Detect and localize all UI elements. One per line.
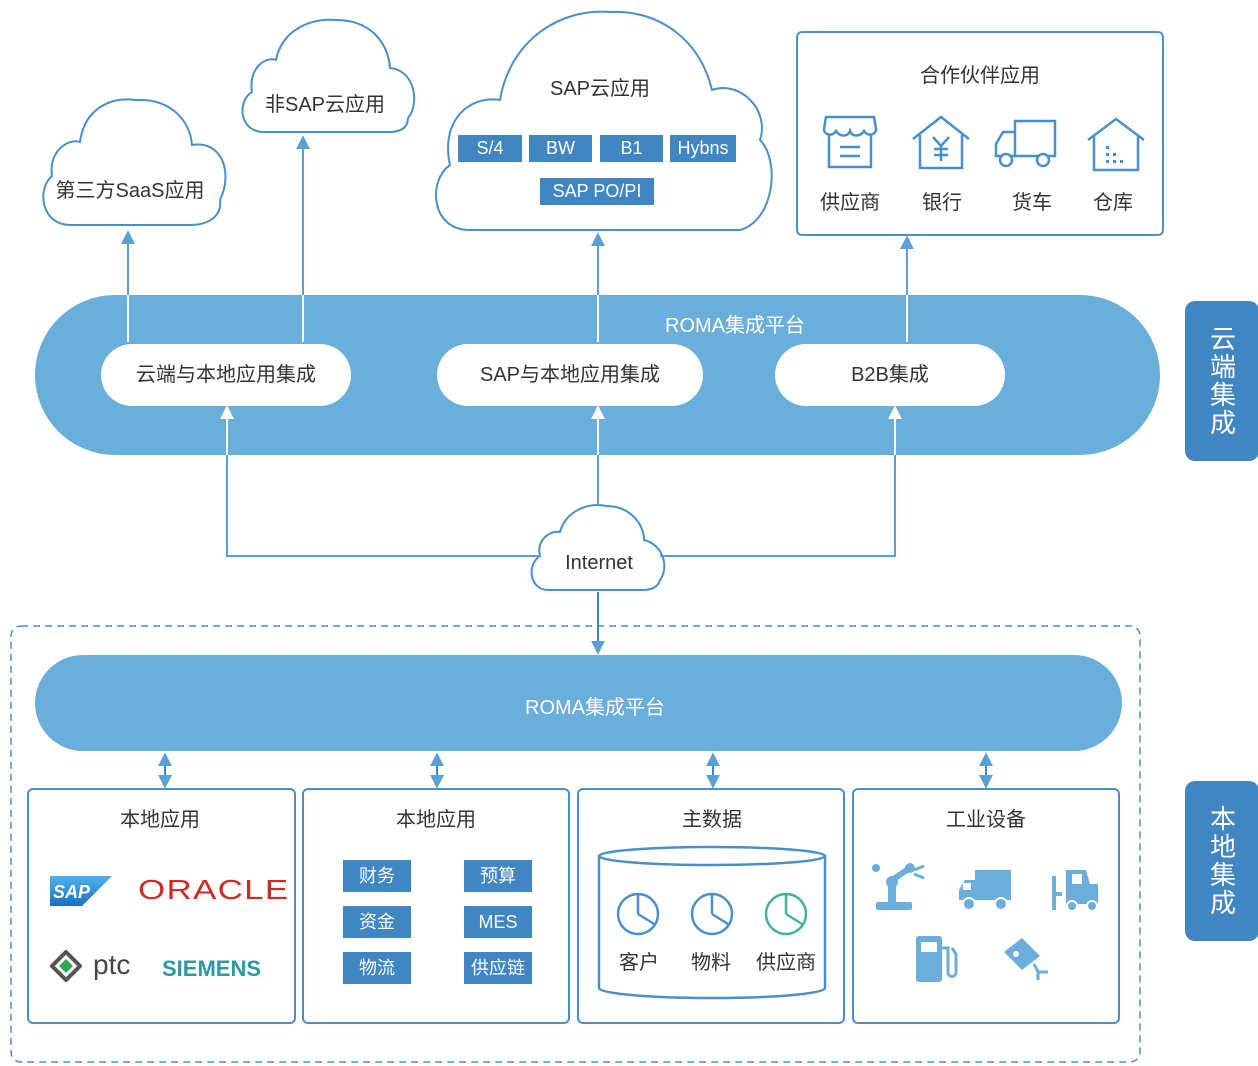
module-finance: 财务	[343, 860, 411, 892]
module-mes: MES	[464, 906, 532, 938]
ptc-logo-icon	[50, 950, 82, 982]
master-data-material: 物料	[691, 952, 731, 974]
module-budget: 预算	[464, 860, 532, 892]
local-platform-title: ROMA集成平台	[525, 697, 665, 719]
bank-icon	[912, 115, 970, 170]
camera-icon	[1004, 938, 1048, 980]
pill-sap-local[interactable]: SAP与本地应用集成	[437, 344, 703, 406]
fuel-pump-icon	[916, 936, 958, 982]
master-data-supplier: 供应商	[756, 952, 816, 974]
partner-label-bank: 银行	[922, 192, 962, 214]
side-tab-local-label: 本地集成	[1206, 805, 1237, 917]
partner-label-supplier: 供应商	[820, 192, 880, 214]
partner-title: 合作伙伴应用	[920, 65, 1040, 87]
cloud-sap	[435, 10, 773, 231]
pill-cloud-local[interactable]: 云端与本地应用集成	[101, 344, 351, 406]
module-supply-chain: 供应链	[464, 952, 532, 984]
side-tab-cloud: 云端集成	[1185, 301, 1258, 461]
side-tab-cloud-label: 云端集成	[1206, 325, 1237, 437]
module-funds: 资金	[343, 906, 411, 938]
master-data-customer: 客户	[619, 952, 659, 974]
sap-tag-popi: SAP PO/PI	[540, 178, 654, 205]
forklift-icon	[1052, 870, 1098, 912]
database-cylinder	[597, 845, 827, 1000]
internet-label: Internet	[565, 552, 633, 574]
sap-tag-bw: BW	[529, 135, 592, 162]
supplier-pie-icon	[764, 892, 808, 936]
sap-tag-hybns: Hybns	[670, 135, 736, 162]
local-platform-band	[35, 655, 1122, 751]
local-frame	[10, 625, 1141, 1063]
sap-logo: SAP	[50, 876, 112, 906]
ptc-logo-text: ptc	[93, 949, 131, 980]
siemens-logo: SIEMENS	[162, 956, 262, 981]
industrial-truck-icon	[959, 870, 1011, 911]
local-apps-box-1	[27, 788, 296, 1024]
material-pie-icon	[690, 892, 734, 936]
module-logistics: 物流	[343, 952, 411, 984]
local-apps-2-title: 本地应用	[396, 809, 476, 831]
local-apps-1-title: 本地应用	[120, 809, 200, 831]
oracle-logo: ORACLE	[138, 874, 290, 905]
cloud-non-sap	[241, 18, 416, 133]
truck-icon	[994, 119, 1057, 168]
warehouse-icon	[1087, 117, 1145, 172]
sap-tag-b1: B1	[600, 135, 663, 162]
cloud-non-sap-label: 非SAP云应用	[264, 94, 386, 116]
robot-arm-icon	[872, 863, 925, 910]
store-icon	[822, 115, 878, 169]
side-tab-local: 本地集成	[1185, 781, 1258, 941]
cloud-third-party-label: 第三方SaaS应用	[55, 180, 205, 202]
partner-label-warehouse: 仓库	[1093, 192, 1133, 214]
customer-pie-icon	[616, 892, 660, 936]
master-data-title: 主数据	[682, 809, 742, 831]
svg-text:SAP: SAP	[53, 882, 91, 902]
cloud-platform-title: ROMA集成平台	[665, 315, 805, 337]
cloud-third-party	[42, 98, 227, 226]
industrial-title: 工业设备	[946, 809, 1026, 831]
partner-box	[796, 31, 1164, 236]
sap-tag-s4: S/4	[458, 135, 522, 162]
cloud-sap-title: SAP云应用	[549, 78, 651, 100]
partner-label-truck: 货车	[1012, 192, 1052, 214]
pill-b2b[interactable]: B2B集成	[775, 344, 1005, 406]
